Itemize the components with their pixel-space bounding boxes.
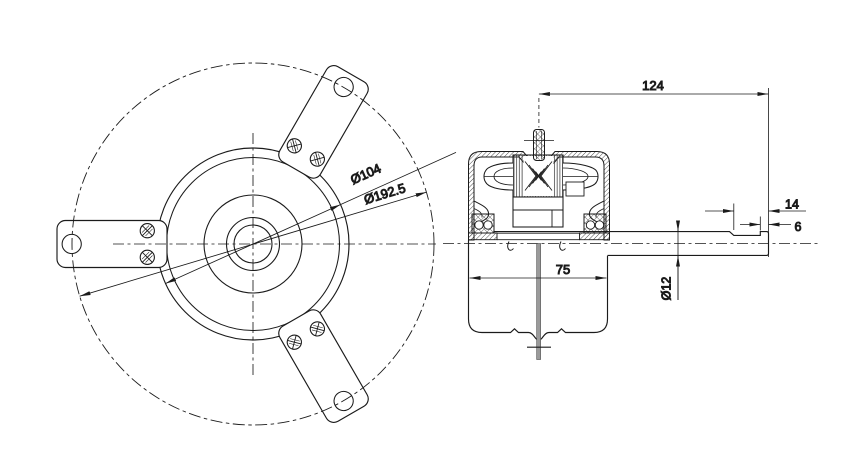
casing-flange-right [579, 232, 610, 241]
wire-hook-right [559, 241, 566, 251]
casing-flange-left [468, 232, 498, 241]
wire-hook-left [507, 241, 514, 251]
coil-left [483, 162, 514, 191]
dim-label-6: 6 [795, 220, 802, 234]
dim-75: 75 [469, 262, 607, 280]
side-view-dimensions: 124 75 14 6 Ø12 [469, 78, 806, 301]
rotor-core-block [512, 196, 564, 228]
dim-label-124: 124 [642, 78, 664, 93]
front-view: Ø104 Ø192.5 [56, 62, 457, 426]
dim-label-14: 14 [785, 198, 799, 212]
stator-lamination-stack [512, 154, 564, 198]
coil-right [562, 162, 599, 197]
vertical-support-bar [536, 243, 541, 360]
dim-14: 14 [705, 197, 806, 230]
bearing-left [471, 213, 495, 234]
dim-6: 6 [740, 216, 802, 235]
bearing-right [583, 213, 607, 234]
dim-label-dia104: Ø104 [348, 161, 383, 188]
mounting-bracket-upper-right [278, 309, 369, 423]
dim-label-75: 75 [556, 262, 570, 277]
mounting-bracket-lower-right [278, 65, 369, 179]
side-view [443, 129, 818, 360]
dim-124: 124 [538, 78, 769, 257]
dim-label-dia12: Ø12 [660, 277, 674, 301]
dim-dia-12: Ø12 [659, 220, 680, 301]
screw-icon [139, 249, 155, 265]
terminal-stud [524, 129, 554, 161]
screw-icon [139, 223, 155, 239]
winding-bowtie [524, 161, 553, 191]
